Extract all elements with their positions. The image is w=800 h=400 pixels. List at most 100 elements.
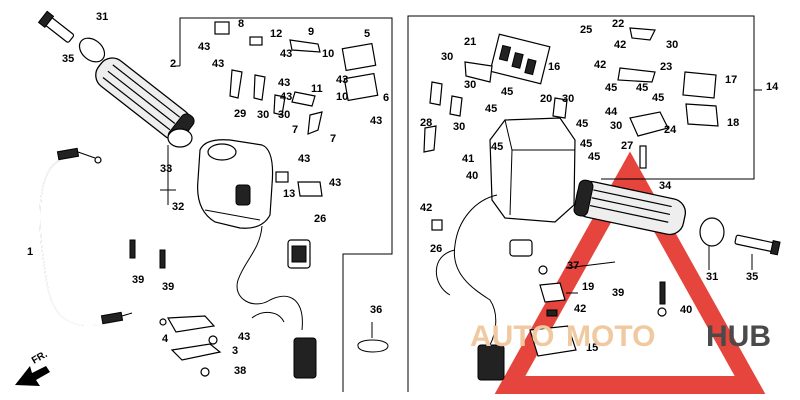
callout-30: 30	[257, 109, 269, 121]
callout-10: 10	[322, 48, 334, 60]
callout-23: 23	[660, 61, 672, 73]
callout-43: 43	[280, 48, 292, 60]
callout-8: 8	[238, 18, 244, 30]
callout-2: 2	[170, 58, 176, 70]
callout-26: 26	[430, 243, 442, 255]
front-direction-label: FR.	[30, 349, 50, 367]
callout-43: 43	[212, 58, 224, 70]
callout-45: 45	[580, 138, 592, 150]
right-switch-housing	[431, 33, 576, 381]
right-lower-parts	[529, 261, 667, 357]
callout-14: 14	[766, 81, 779, 93]
callout-39: 39	[612, 287, 624, 299]
callout-30: 30	[441, 51, 453, 63]
callout-44: 44	[605, 106, 618, 118]
callout-30: 30	[278, 109, 290, 121]
callout-4: 4	[162, 333, 169, 345]
callout-43: 43	[238, 331, 250, 343]
callout-43: 43	[329, 177, 341, 189]
callout-38: 38	[234, 365, 246, 377]
callout-45: 45	[588, 151, 600, 163]
callout-45: 45	[576, 118, 588, 130]
callout-12: 12	[270, 28, 282, 40]
callout-26: 26	[314, 213, 326, 225]
callout-28: 28	[420, 117, 432, 129]
assembly-outline-right	[407, 15, 762, 392]
callout-31: 31	[96, 11, 108, 23]
callout-42: 42	[594, 59, 606, 71]
callout-16: 16	[548, 61, 560, 73]
watermark-text-hub: HUB	[706, 320, 771, 353]
callout-45: 45	[485, 103, 497, 115]
callout-6: 6	[383, 92, 389, 104]
callout-19: 19	[582, 281, 594, 293]
callout-43: 43	[370, 115, 382, 127]
left-bracket-parts	[129, 239, 222, 377]
callout-35: 35	[62, 53, 74, 65]
callout-39: 39	[132, 274, 144, 286]
callout-30: 30	[453, 121, 465, 133]
callout-32: 32	[172, 201, 184, 213]
callout-36: 36	[370, 304, 382, 316]
callout-30: 30	[610, 120, 622, 132]
callout-21: 21	[464, 36, 476, 48]
front-direction-arrow	[15, 366, 50, 386]
callout-13: 13	[283, 188, 295, 200]
callout-40: 40	[466, 170, 478, 182]
callout-43: 43	[198, 41, 210, 53]
callout-29: 29	[234, 108, 246, 120]
callout-18: 18	[727, 117, 739, 129]
callout-30: 30	[464, 79, 476, 91]
callout-39: 39	[162, 281, 174, 293]
callout-40: 40	[680, 304, 692, 316]
callout-45: 45	[652, 92, 664, 104]
upper-switch-parts	[214, 21, 379, 197]
callout-43: 43	[298, 153, 310, 165]
hose-clamp	[357, 322, 389, 353]
callout-3: 3	[232, 345, 238, 357]
callout-7: 7	[330, 133, 336, 145]
left-grip-assembly	[37, 10, 195, 205]
watermark-text-auto: AUTO	[470, 320, 554, 353]
callout-41: 41	[462, 153, 474, 165]
watermark-triangle	[494, 151, 766, 394]
callout-31: 31	[706, 271, 718, 283]
throttle-cable	[39, 147, 133, 327]
callout-9: 9	[308, 26, 314, 38]
callout-45: 45	[636, 82, 648, 94]
callout-43: 43	[280, 91, 292, 103]
callout-42: 42	[574, 303, 586, 315]
callout-22: 22	[612, 18, 624, 30]
callout-10: 10	[336, 91, 348, 103]
callout-27: 27	[621, 140, 633, 152]
callout-42: 42	[420, 202, 432, 214]
callout-34: 34	[659, 180, 672, 192]
callout-17: 17	[725, 74, 737, 86]
callout-25: 25	[580, 24, 592, 36]
callout-7: 7	[292, 124, 298, 136]
right-grip-assembly	[573, 179, 781, 270]
assembly-outline-left	[174, 17, 393, 392]
callout-5: 5	[364, 28, 370, 40]
right-upper-parts	[423, 27, 719, 169]
callout-20: 20	[540, 93, 552, 105]
callout-45: 45	[605, 82, 617, 94]
callout-37: 37	[567, 260, 579, 272]
callout-1: 1	[27, 246, 33, 258]
callout-45: 45	[501, 86, 513, 98]
callout-45: 45	[491, 141, 503, 153]
callout-30: 30	[666, 39, 678, 51]
callout-43: 43	[278, 77, 290, 89]
callout-15: 15	[586, 342, 598, 354]
callout-30: 30	[562, 93, 574, 105]
left-switch-housing	[197, 139, 317, 379]
callout-42: 42	[614, 39, 626, 51]
watermark-text-moto: MOTO	[566, 320, 655, 353]
callout-43: 43	[336, 74, 348, 86]
watermark: AUTO MOTO HUB	[470, 320, 771, 353]
callout-35: 35	[746, 271, 758, 283]
callout-24: 24	[664, 124, 677, 136]
